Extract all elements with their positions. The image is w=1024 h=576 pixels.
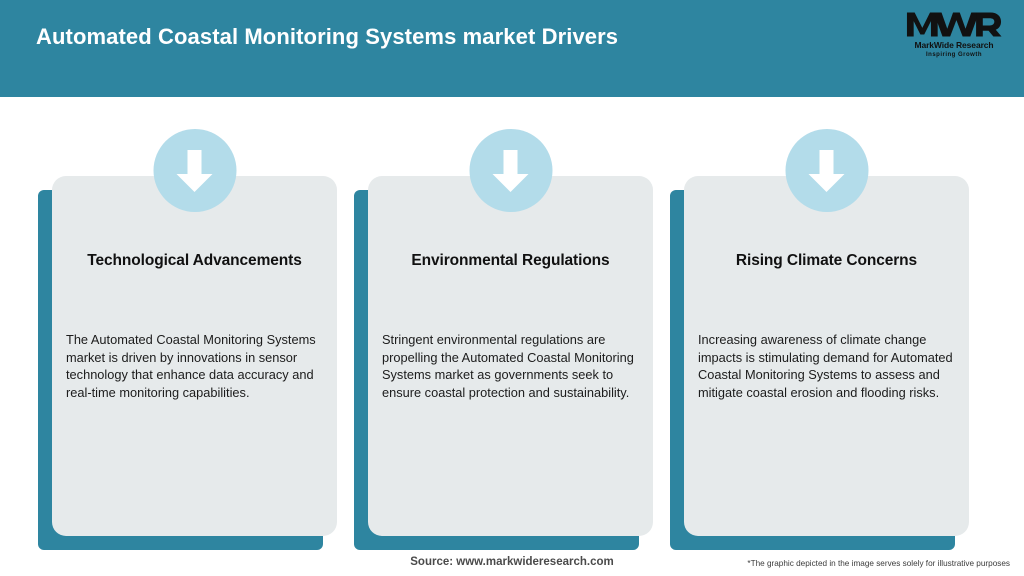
page-title: Automated Coastal Monitoring Systems mar… (36, 24, 619, 49)
logo-company-name: MarkWide Research (914, 40, 994, 50)
card-title: Technological Advancements (87, 252, 302, 269)
mwr-logo-icon (906, 12, 1002, 37)
brand-logo: MarkWide Research Inspiring Growth (902, 8, 1006, 62)
footer-disclaimer: *The graphic depicted in the image serve… (747, 559, 1010, 568)
down-arrow-icon (785, 129, 868, 212)
card-body-text: The Automated Coastal Monitoring Systems… (66, 332, 316, 400)
card-body-text: Stringent environmental regulations are … (382, 332, 634, 400)
driver-card-2: Environmental Regulations Stringent envi… (354, 129, 653, 550)
down-arrow-icon (469, 129, 552, 212)
card-surface: Technological Advancements The Automated… (52, 176, 337, 536)
driver-card-1: Technological Advancements The Automated… (38, 129, 337, 550)
driver-card-3: Rising Climate Concerns Increasing aware… (670, 129, 969, 550)
down-arrow-icon (153, 129, 236, 212)
card-surface: Environmental Regulations Stringent envi… (368, 176, 653, 536)
card-surface: Rising Climate Concerns Increasing aware… (684, 176, 969, 536)
logo-tagline: Inspiring Growth (926, 51, 982, 58)
page-header: Automated Coastal Monitoring Systems mar… (0, 0, 1024, 97)
card-title: Rising Climate Concerns (735, 252, 918, 269)
card-body-text: Increasing awareness of climate change i… (698, 332, 953, 400)
drivers-card-row: Technological Advancements The Automated… (0, 97, 1024, 550)
footer-source: Source: www.markwideresearch.com (410, 556, 614, 568)
card-title: Environmental Regulations (411, 252, 610, 269)
